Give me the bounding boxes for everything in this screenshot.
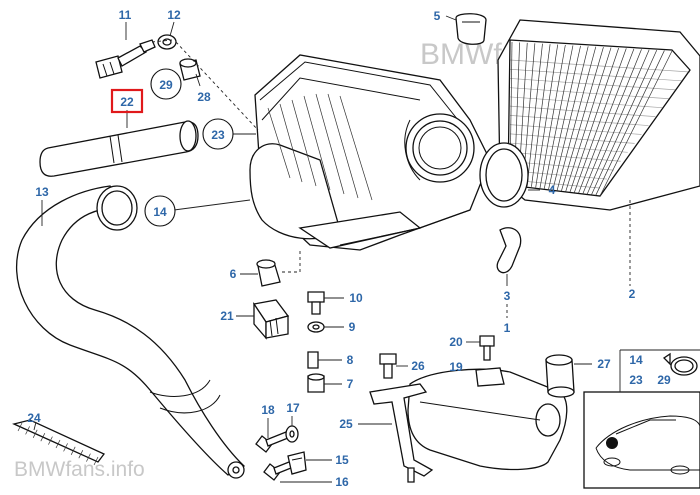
part-12-washer[interactable]	[157, 34, 177, 50]
part-26-bolt[interactable]	[379, 353, 397, 379]
part-27-sleeve[interactable]	[545, 354, 575, 398]
callout-23-top[interactable]: 23	[211, 128, 225, 142]
callout-20[interactable]: 20	[449, 335, 463, 349]
part-4-ring[interactable]	[479, 142, 529, 208]
callout-12[interactable]: 12	[167, 8, 181, 22]
highlight-box-22	[110, 88, 144, 114]
part-13-intake-boot[interactable]	[16, 185, 246, 479]
callout-13[interactable]: 13	[35, 185, 49, 199]
callout-bubble-29	[150, 68, 182, 100]
callout-16[interactable]: 16	[335, 475, 349, 489]
part-10-bolt[interactable]	[307, 291, 325, 315]
part-18-screw[interactable]	[255, 431, 289, 453]
location-marker-dot	[606, 437, 618, 449]
callout-labels: 11 12 29 28 22 23 13 14 5 4 6 3 2 1 10 2…	[27, 8, 671, 489]
part-22-tube[interactable]	[39, 120, 199, 177]
part-19-resonator[interactable]	[407, 367, 568, 471]
callout-4[interactable]: 4	[549, 183, 556, 197]
callout-21[interactable]: 21	[220, 309, 234, 323]
callout-8[interactable]: 8	[347, 353, 354, 367]
part-2-air-filter[interactable]	[497, 19, 700, 211]
callout-29-right[interactable]: 29	[657, 373, 671, 387]
part-7-grommet[interactable]	[307, 373, 325, 393]
callout-27[interactable]: 27	[597, 357, 611, 371]
part-25-bracket[interactable]	[369, 383, 434, 483]
air-filter-housing[interactable]	[249, 54, 491, 251]
part-28-grommet[interactable]	[179, 58, 201, 81]
part-24-clamp-band[interactable]	[12, 419, 106, 466]
callout-14-right[interactable]: 14	[629, 353, 643, 367]
callout-10[interactable]: 10	[349, 291, 363, 305]
part-29-clamp[interactable]	[662, 352, 698, 376]
part-15-clip-nut[interactable]	[287, 451, 307, 475]
callout-2[interactable]: 2	[629, 287, 636, 301]
callout-3[interactable]: 3	[504, 289, 511, 303]
callout-9[interactable]: 9	[349, 320, 356, 334]
callout-26[interactable]: 26	[411, 359, 425, 373]
callout-6[interactable]: 6	[230, 267, 237, 281]
part-3-bracket[interactable]	[496, 227, 522, 274]
watermark-bottom-left: BMWfans.info	[14, 458, 145, 481]
clamp-teeth	[17, 422, 99, 466]
part-5-clip[interactable]	[455, 13, 487, 45]
part-8-pin[interactable]	[307, 351, 319, 369]
callout-18[interactable]: 18	[261, 403, 275, 417]
callout-28[interactable]: 28	[197, 90, 211, 104]
part-17-washer[interactable]	[285, 425, 299, 443]
callout-23-right[interactable]: 23	[629, 373, 643, 387]
part-11-sensor[interactable]	[95, 39, 156, 79]
part-20-bolt[interactable]	[479, 335, 495, 361]
housing-ribs	[267, 93, 373, 201]
callout-29-top[interactable]: 29	[159, 78, 173, 92]
callout-7[interactable]: 7	[347, 377, 354, 391]
callout-14-left[interactable]: 14	[153, 205, 167, 219]
callout-5[interactable]: 5	[434, 9, 441, 23]
callout-1[interactable]: 1	[504, 321, 511, 335]
callout-19[interactable]: 19	[449, 360, 463, 374]
part-6-mount[interactable]	[256, 259, 281, 287]
callout-bubble-23	[202, 118, 234, 150]
callout-15[interactable]: 15	[335, 453, 349, 467]
callout-24[interactable]: 24	[27, 411, 41, 425]
callout-17[interactable]: 17	[286, 401, 300, 415]
part-21-block[interactable]	[252, 299, 290, 340]
part-9-washer[interactable]	[307, 321, 325, 333]
callout-11[interactable]: 11	[119, 8, 132, 22]
callout-bubble-14	[144, 195, 176, 227]
callout-25[interactable]: 25	[339, 417, 353, 431]
leader-lines	[33, 15, 700, 483]
callout-22[interactable]: 22	[120, 95, 134, 109]
car-location-inset	[583, 391, 700, 489]
